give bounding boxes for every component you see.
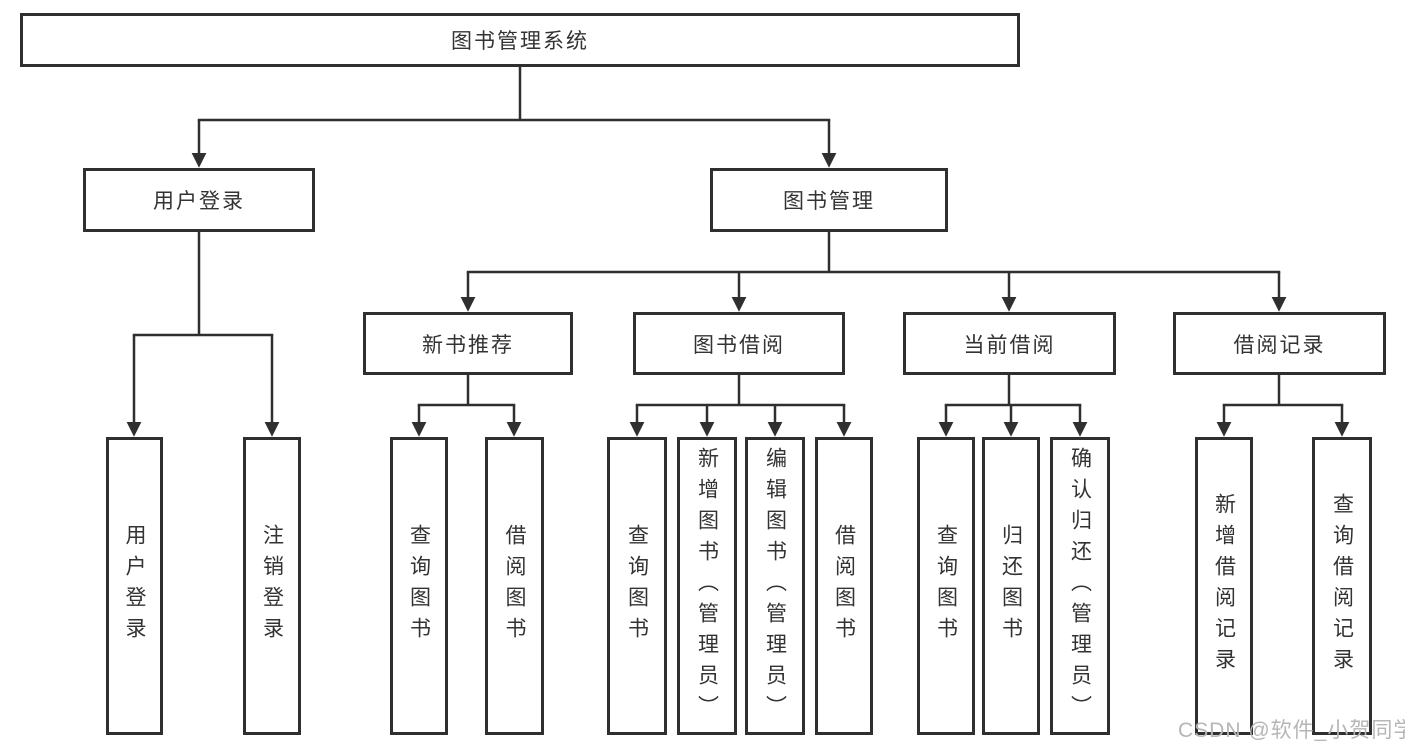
node-root-system: 图书管理系统: [20, 13, 1020, 67]
leaf-add-borrow-record-label: 新增借阅记录: [1212, 493, 1236, 679]
node-borrow-records-label: 借阅记录: [1233, 333, 1326, 357]
node-borrow-records: 借阅记录: [1173, 312, 1386, 375]
leaf-query-book-borrow: 查询图书: [607, 437, 667, 735]
leaf-query-book-borrow-label: 查询图书: [625, 524, 649, 648]
node-new-book-recommend: 新书推荐: [363, 312, 573, 375]
leaf-query-borrow-record-label: 查询借阅记录: [1330, 493, 1354, 679]
leaf-user-login-label: 用户登录: [123, 524, 146, 648]
node-current-borrow-label: 当前借阅: [963, 333, 1056, 357]
node-book-borrow: 图书借阅: [633, 312, 845, 375]
node-new-book-recommend-label: 新书推荐: [422, 333, 514, 357]
leaf-add-book-admin: 新增图书（管理员）: [677, 437, 737, 735]
leaf-query-book-current: 查询图书: [917, 437, 975, 735]
leaf-add-borrow-record: 新增借阅记录: [1195, 437, 1253, 735]
leaf-user-login: 用户登录: [106, 437, 163, 735]
leaf-confirm-return-admin-label: 确认归还（管理员）: [1068, 446, 1092, 726]
leaf-logout: 注销登录: [243, 437, 301, 735]
node-user-login: 用户登录: [83, 168, 315, 232]
node-book-management-label: 图书管理: [783, 190, 875, 213]
leaf-query-borrow-record: 查询借阅记录: [1312, 437, 1372, 735]
leaf-confirm-return-admin: 确认归还（管理员）: [1050, 437, 1110, 735]
node-current-borrow: 当前借阅: [903, 312, 1116, 375]
node-book-management: 图书管理: [710, 168, 948, 232]
leaf-add-book-admin-label: 新增图书（管理员）: [695, 446, 719, 726]
node-user-login-label: 用户登录: [153, 190, 245, 213]
leaf-edit-book-admin-label: 编辑图书（管理员）: [763, 446, 787, 726]
leaf-edit-book-admin: 编辑图书（管理员）: [745, 437, 805, 735]
node-book-borrow-label: 图书借阅: [693, 333, 785, 357]
leaf-query-book-newbook: 查询图书: [390, 437, 448, 735]
leaf-borrow-book: 借阅图书: [815, 437, 873, 735]
leaf-borrow-book-newbook-label: 借阅图书: [503, 524, 526, 648]
leaf-borrow-book-newbook: 借阅图书: [485, 437, 544, 735]
csdn-watermark: CSDN @软件_小贺同学: [1178, 719, 1405, 742]
leaf-query-book-current-label: 查询图书: [934, 524, 958, 648]
leaf-return-book: 归还图书: [982, 437, 1040, 735]
leaf-query-book-newbook-label: 查询图书: [407, 524, 431, 648]
leaf-borrow-book-label: 借阅图书: [832, 524, 856, 648]
leaf-return-book-label: 归还图书: [999, 524, 1023, 648]
node-root-label: 图书管理系统: [451, 30, 589, 53]
leaf-logout-label: 注销登录: [260, 524, 284, 648]
